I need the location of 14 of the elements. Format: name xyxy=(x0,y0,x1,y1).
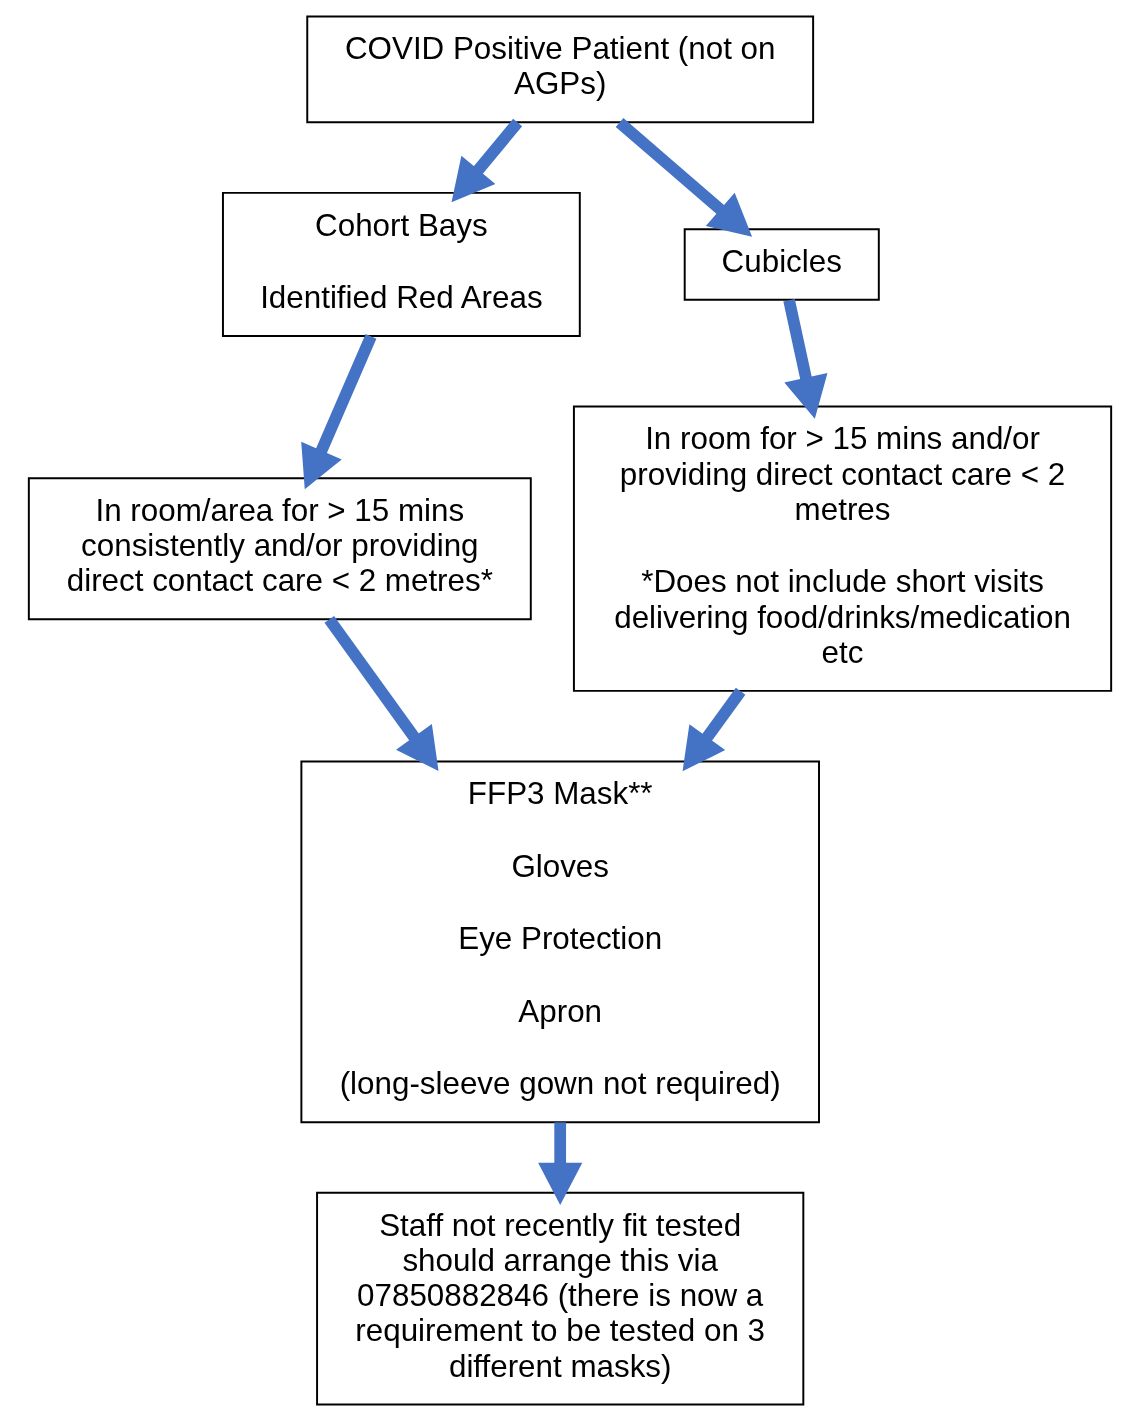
arrow xyxy=(301,334,377,490)
node-box: FFP3 Mask** Gloves Eye Protection Apron (long-sleeve gown not required) xyxy=(300,760,820,1124)
arrow xyxy=(451,118,523,203)
node-box: Cohort Bays Identified Red Areas xyxy=(221,191,581,337)
node-box: COVID Positive Patient (not on AGPs) xyxy=(306,15,815,124)
node-box: Cubicles xyxy=(683,228,880,301)
node-box: In room/area for > 15 mins consistently and/or providing direct contact care < 2 metres* xyxy=(27,477,532,621)
arrow xyxy=(615,118,753,237)
node-box: Staff not recently fit tested should arrange this via 07850882846 (there is now a requirement to be tested on 3 different masks) xyxy=(316,1191,805,1406)
arrow xyxy=(783,298,828,419)
node-box: In room for > 15 mins and/or providing direct contact care < 2 metres *Does not include short visits delivering food/drinks/medication etc xyxy=(572,405,1113,692)
arrow xyxy=(682,687,746,772)
arrow xyxy=(538,1122,583,1205)
arrow xyxy=(324,615,439,771)
